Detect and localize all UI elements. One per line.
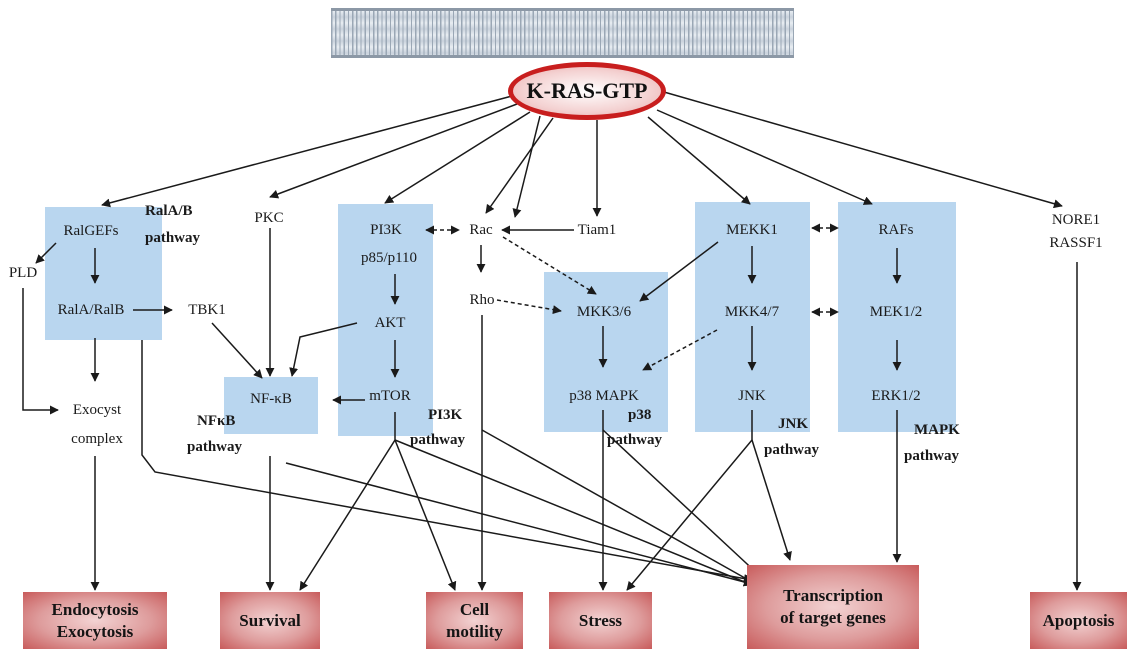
- node-pi3k: PI3K: [370, 222, 402, 238]
- node-p38-mapk: p38 MAPK: [569, 388, 639, 404]
- node-p85-p110: p85/p110: [360, 250, 418, 266]
- arrow-rac-transcription: [481, 429, 753, 583]
- node-akt: AKT: [374, 315, 406, 331]
- node-mtor: mTOR: [369, 388, 411, 404]
- arrow-kras-rho: [485, 117, 554, 214]
- arrow-mkk47-p38: [642, 329, 718, 371]
- label-ralab-pathway-line2: pathway: [145, 230, 201, 246]
- label-ralab-pathway-line1: RalA/B: [145, 203, 193, 219]
- node-rac: Rac: [469, 222, 493, 238]
- node-erk12: ERK1/2: [871, 388, 921, 404]
- outcome-apoptosis-text: Apoptosis: [1042, 610, 1115, 630]
- cell-membrane: [331, 8, 794, 58]
- arrow-rho-mkk36: [496, 299, 562, 315]
- arrow-mekk1-mkk36: [639, 241, 719, 302]
- kras-gtp-hub: K-RAS-GTP: [508, 62, 666, 120]
- arrow-ralgefs-pld: [35, 242, 57, 264]
- outcome-exocytosis: Exocytosis: [56, 621, 134, 641]
- outcome-cell-motility: Cell motility: [426, 592, 523, 649]
- arrow-kras-pkc: [269, 103, 518, 199]
- label-mapk-pathway-line1: MAPK: [914, 422, 960, 438]
- arrow-p38-transcription: [602, 429, 761, 577]
- arrow-mtor-motility: [394, 439, 457, 591]
- node-pld: PLD: [8, 265, 38, 281]
- node-rho: Rho: [469, 292, 495, 308]
- outcome-stress-text: Stress: [578, 610, 623, 630]
- label-nfkb-pathway-line1: NFκB: [197, 413, 236, 429]
- node-mkk36: MKK3/6: [576, 304, 632, 320]
- node-mekk1: MEKK1: [726, 222, 778, 238]
- arrow-nfkb-transcription: [285, 462, 753, 587]
- outcome-survival-text: Survival: [239, 610, 301, 630]
- node-nfkb: NF-κB: [250, 391, 292, 407]
- jnk-pathway-box: [695, 202, 810, 432]
- node-pkc: PKC: [254, 210, 284, 226]
- node-tbk1: TBK1: [188, 302, 226, 318]
- node-jnk: JNK: [738, 388, 766, 404]
- outcome-stress: Stress: [549, 592, 652, 649]
- pi3k-pathway-box: [338, 204, 433, 436]
- node-exocyst-line2: complex: [71, 431, 123, 447]
- outcome-cell: Cell: [459, 599, 490, 619]
- arrow-kras-mekk1: [647, 116, 751, 205]
- node-tiam1: Tiam1: [577, 222, 617, 238]
- label-nfkb-pathway-line2: pathway: [187, 439, 243, 455]
- node-rassf1: RASSF1: [1049, 235, 1103, 251]
- arrow-ralab-transcription: [141, 340, 753, 583]
- node-exocyst-line1: Exocyst: [72, 402, 122, 418]
- outcome-endocytosis-exocytosis: Endocytosis Exocytosis: [23, 592, 167, 649]
- outcome-motility: motility: [446, 621, 503, 641]
- arrow-kras-nore1: [663, 91, 1063, 209]
- outcome-endocytosis: Endocytosis: [51, 599, 139, 619]
- label-p38-pathway-line2: pathway: [607, 432, 663, 448]
- ral-pathway-box: [45, 207, 162, 340]
- outcome-apoptosis: Apoptosis: [1030, 592, 1127, 649]
- arrow-tbk1-nfkb: [211, 322, 263, 379]
- node-rafs: RAFs: [878, 222, 914, 238]
- nfkb-pathway-box: [224, 377, 318, 434]
- arrow-rac-mkk36: [502, 236, 597, 295]
- arrow-jnk-transcription: [751, 439, 792, 561]
- outcome-transcription-line2: of target genes: [780, 608, 886, 627]
- node-mek12: MEK1/2: [869, 304, 923, 320]
- node-ralgefs: RalGEFs: [63, 223, 119, 239]
- label-p38-pathway-line1: p38: [628, 407, 652, 423]
- label-mapk-pathway-line2: pathway: [904, 448, 960, 464]
- arrow-akt-nfkb: [289, 322, 358, 377]
- label-pi3k-pathway-line2: pathway: [410, 432, 466, 448]
- outcome-survival: Survival: [220, 592, 320, 649]
- arrow-kras-ralgefs: [101, 95, 513, 208]
- arrow-kras-pi3k: [384, 111, 531, 204]
- node-ralab: RalA/RalB: [57, 302, 125, 318]
- arrow-kras-rafs: [656, 109, 873, 205]
- node-mkk47: MKK4/7: [724, 304, 780, 320]
- outcome-transcription: Transcription of target genes: [747, 565, 919, 649]
- node-nore1: NORE1: [1051, 212, 1101, 228]
- label-jnk-pathway-line1: JNK: [778, 416, 808, 432]
- outcome-transcription-line1: Transcription: [783, 586, 883, 605]
- arrow-kras-rac: [512, 115, 541, 218]
- label-pi3k-pathway-line1: PI3K: [428, 407, 463, 423]
- mapk-pathway-box: [838, 202, 956, 432]
- arrow-pld-exocyst: [22, 288, 59, 415]
- label-jnk-pathway-line2: pathway: [764, 442, 820, 458]
- arrow-mtor-transcription: [394, 439, 753, 587]
